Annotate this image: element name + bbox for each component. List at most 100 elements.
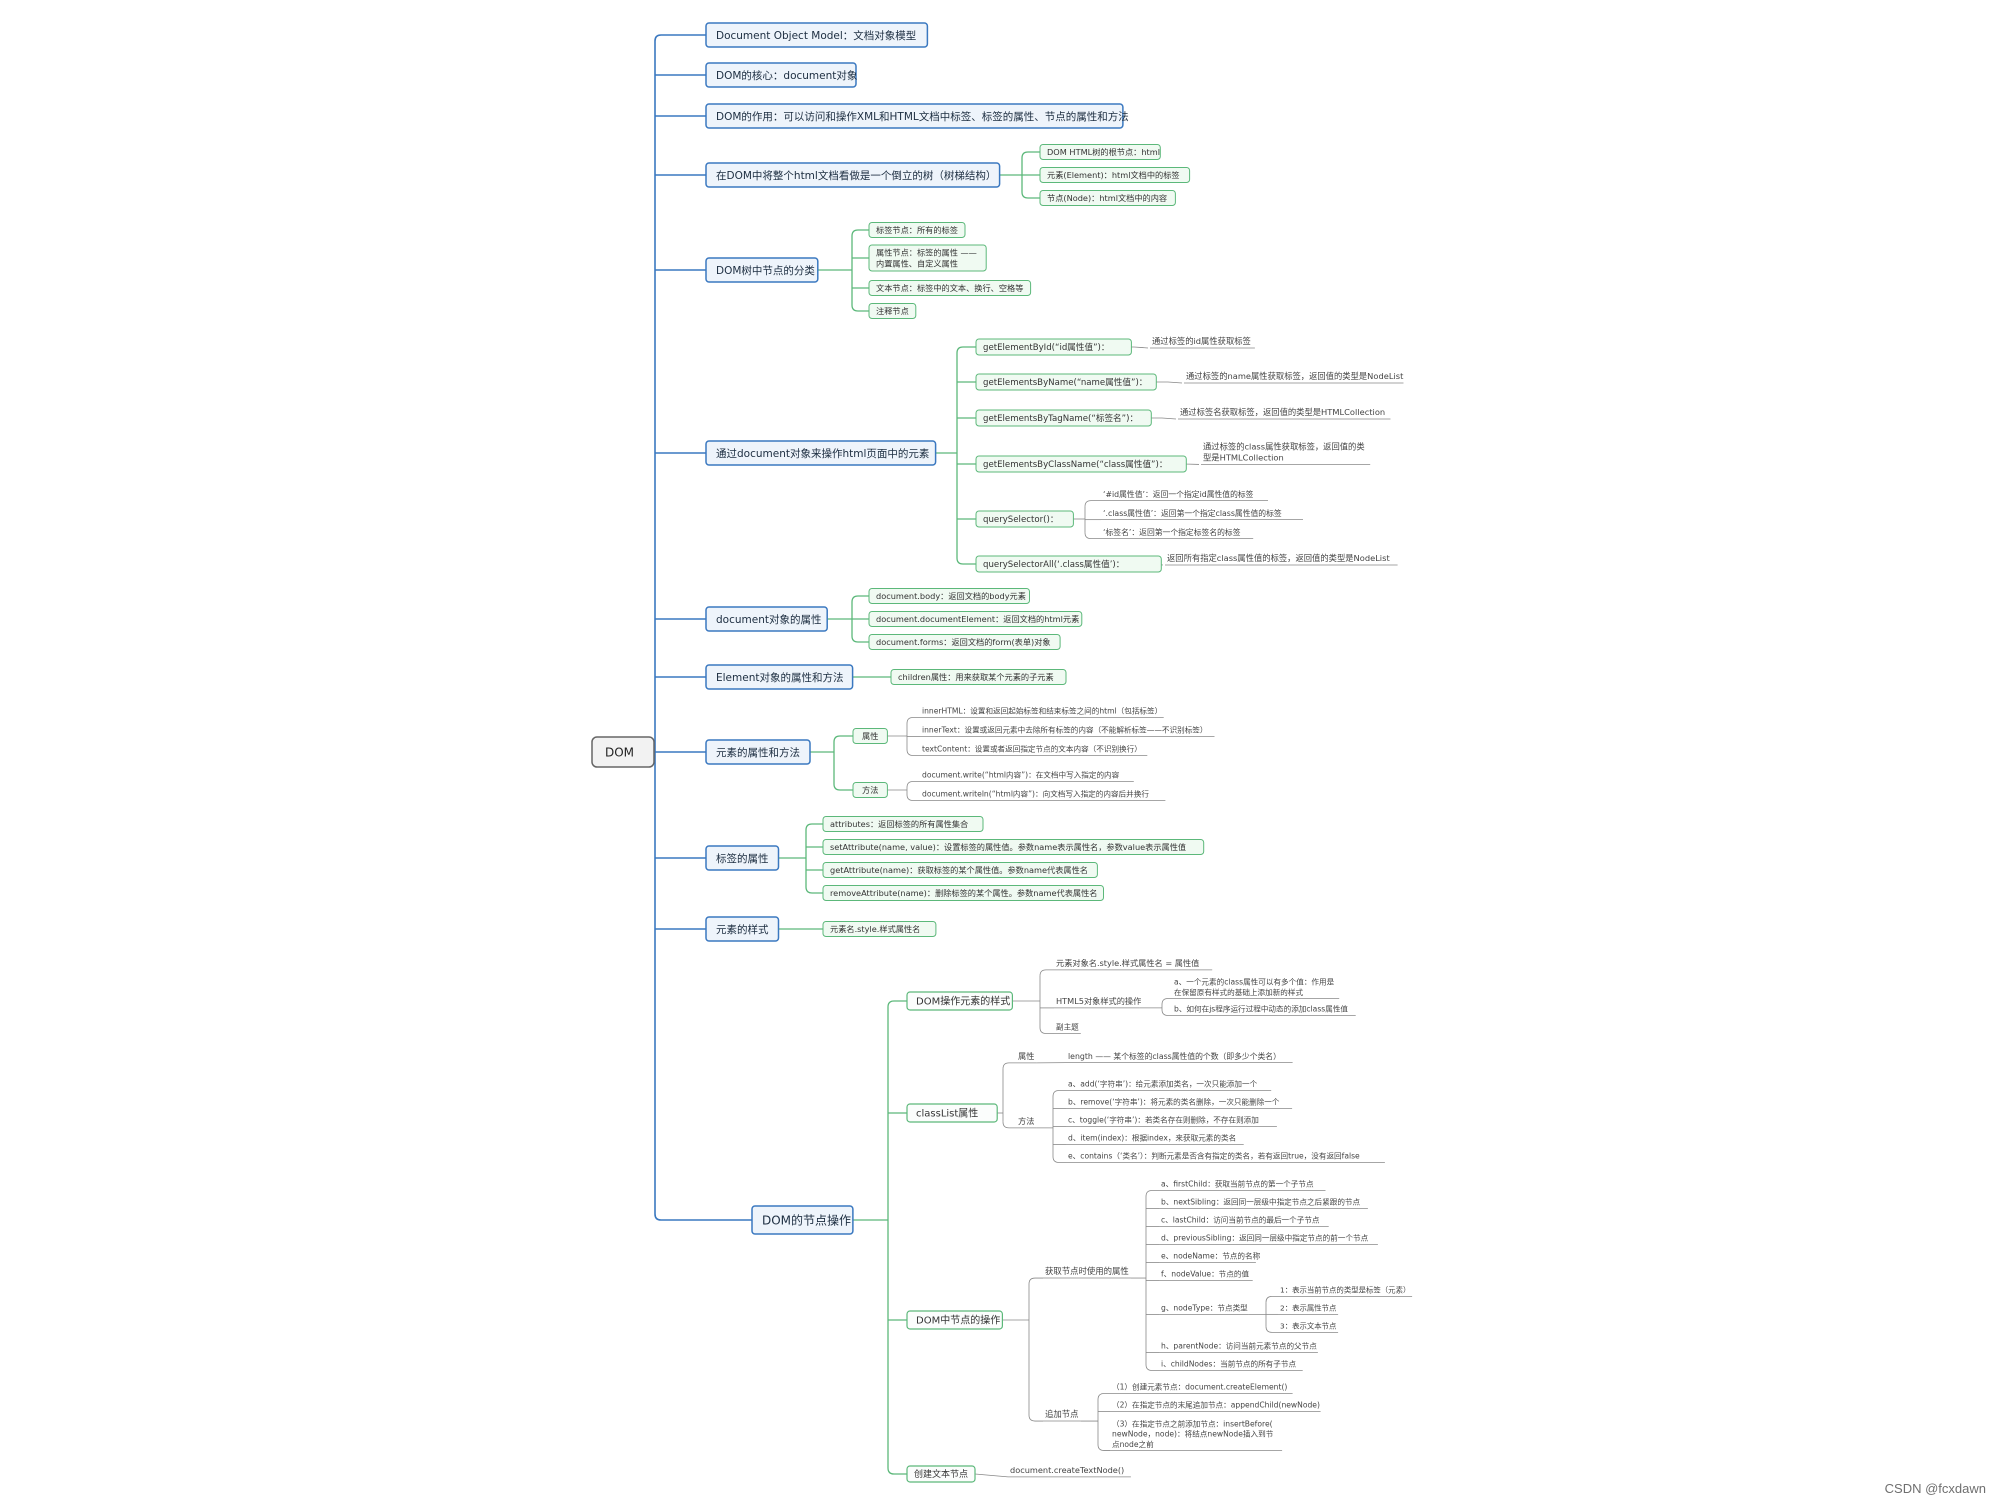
dom-tree-item-3[interactable]: 节点(Node)：html文档中的内容 [1039, 190, 1176, 206]
get-node-props-label: 获取节点时使用的属性 [1043, 1266, 1131, 1279]
get-node-prop-7: g、nodeType：节点类型 [1159, 1303, 1249, 1315]
document-method-6[interactable]: querySelectorAll(‘.class属性值’)： [975, 555, 1162, 573]
svg-text:setAttribute(name, value)：设置标签: setAttribute(name, value)：设置标签的属性值。参数nam… [830, 842, 1186, 852]
document-property-1[interactable]: document.body：返回文档的body元素 [868, 588, 1030, 604]
svg-text:document.documentElement：返回文档的: document.documentElement：返回文档的html元素 [876, 614, 1079, 624]
append-node-item-3: （3）在指定节点之前添加节点：insertBefore(newNode，node… [1110, 1419, 1283, 1451]
svg-text:DOM的节点操作: DOM的节点操作 [762, 1212, 851, 1227]
svg-text:b、如何在js程序运行过程中动态的添加class属性值: b、如何在js程序运行过程中动态的添加class属性值 [1174, 1004, 1348, 1014]
svg-text:在DOM中将整个html文档看做是一个倒立的树（树梯结构）: 在DOM中将整个html文档看做是一个倒立的树（树梯结构） [716, 169, 996, 182]
node-type-item-4[interactable]: 注释节点 [868, 303, 917, 319]
dom-tree-item-1[interactable]: DOM HTML树的根节点：html [1039, 144, 1161, 160]
element-object-item-1[interactable]: children属性：用来获取某个元素的子元素 [890, 669, 1067, 685]
tag-attribute-method-4[interactable]: removeAttribute(name)：删除标签的某个属性。参数name代表… [822, 885, 1104, 901]
node-type-item-1[interactable]: 标签节点：所有的标签 [868, 222, 966, 238]
branch-dom-purpose[interactable]: DOM的作用：可以访问和操作XML和HTML文档中标签、标签的属性、节点的属性和… [705, 103, 1129, 129]
svg-text:d、item(index)：根据index，来获取元素的类名: d、item(index)：根据index，来获取元素的类名 [1068, 1133, 1236, 1143]
document-method-5[interactable]: querySelector()： [975, 510, 1074, 528]
svg-text:document.writeln(“html内容”)：向文档: document.writeln(“html内容”)：向文档写入指定的内容后并换… [922, 789, 1149, 799]
node-type-value-3: 3：表示文本节点 [1278, 1322, 1339, 1333]
svg-text:querySelector()：: querySelector()： [983, 515, 1058, 525]
document-property-2[interactable]: document.documentElement：返回文档的html元素 [868, 611, 1083, 627]
node-op-create-text[interactable]: 创建文本节点 [906, 1465, 976, 1483]
element-method-1: document.write(“html内容”)：在文档中写入指定的内容 [920, 770, 1134, 782]
svg-text:通过标签的class属性获取标签，返回值的类: 通过标签的class属性获取标签，返回值的类 [1203, 442, 1365, 452]
tag-attribute-method-1[interactable]: attributes：返回标签的所有属性集合 [822, 816, 984, 832]
query-selector-arg-2: ‘.class属性值’：返回第一个指定class属性值的标签 [1101, 508, 1303, 520]
branch-document-properties[interactable]: document对象的属性 [705, 606, 828, 632]
root-node-dom[interactable]: DOM [591, 736, 655, 768]
classlist-prop-label: 属性 [1016, 1051, 1037, 1064]
mind-map-nodes: DOM Document Object Model：文档对象模型 DOM的核心：do… [591, 22, 1413, 1483]
element-method-2: document.writeln(“html内容”)：向文档写入指定的内容后并换… [920, 789, 1166, 801]
dom-tree-item-2[interactable]: 元素(Element)：html文档中的标签 [1039, 167, 1191, 183]
branch-dom-definition[interactable]: Document Object Model：文档对象模型 [705, 22, 929, 48]
svg-text:元素的属性和方法: 元素的属性和方法 [716, 746, 800, 759]
svg-text:‘.class属性值’：返回第一个指定class属性值的标签: ‘.class属性值’：返回第一个指定class属性值的标签 [1103, 508, 1282, 518]
svg-text:querySelectorAll(‘.class属性值’)：: querySelectorAll(‘.class属性值’)： [983, 558, 1124, 570]
tag-attribute-method-2[interactable]: setAttribute(name, value)：设置标签的属性值。参数nam… [822, 839, 1205, 855]
node-type-item-2[interactable]: 属性节点：标签的属性 ——内置属性、自定义属性 [868, 244, 987, 272]
document-method-desc-1: 通过标签的id属性获取标签 [1150, 336, 1255, 349]
tag-attribute-method-3[interactable]: getAttribute(name)：获取标签的某个属性值。参数name代表属性… [822, 862, 1098, 878]
branch-dom-tree[interactable]: 在DOM中将整个html文档看做是一个倒立的树（树梯结构） [705, 162, 1001, 188]
svg-text:DOM树中节点的分类: DOM树中节点的分类 [716, 264, 815, 277]
document-method-4[interactable]: getElementsByClassName(“class属性值”)： [975, 455, 1187, 473]
svg-text:方法: 方法 [1018, 1116, 1034, 1126]
element-prop-1: innerHTML：设置和返回起始标签和结束标签之间的html（包括标签） [920, 706, 1164, 718]
svg-text:children属性：用来获取某个元素的子元素: children属性：用来获取某个元素的子元素 [898, 672, 1054, 682]
branch-dom-core[interactable]: DOM的核心：document对象 [705, 62, 857, 88]
svg-text:（2）在指定节点的末尾追加节点：appendChild(ne: （2）在指定节点的末尾追加节点：appendChild(newNode) [1112, 1400, 1320, 1410]
svg-text:‘标签名’：返回第一个指定标签名的标签: ‘标签名’：返回第一个指定标签名的标签 [1103, 527, 1241, 537]
document-method-desc-2: 通过标签的name属性获取标签，返回值的类型是NodeList [1184, 371, 1404, 384]
svg-text:Element对象的属性和方法: Element对象的属性和方法 [716, 671, 843, 684]
branch-element-style[interactable]: 元素的样式 [705, 916, 780, 942]
svg-text:c、toggle(‘字符串’)：若类名存在则删除，不存在则添: c、toggle(‘字符串’)：若类名存在则删除，不存在则添加 [1068, 1115, 1259, 1125]
svg-text:通过标签的id属性获取标签: 通过标签的id属性获取标签 [1152, 336, 1251, 346]
svg-text:i、childNodes：当前节点的所有子节点: i、childNodes：当前节点的所有子节点 [1161, 1359, 1296, 1369]
branch-document-methods[interactable]: 通过document对象来操作html页面中的元素 [705, 440, 937, 466]
node-type-item-3[interactable]: 文本节点：标签中的文本、换行、空格等 [868, 280, 1032, 296]
svg-text:标签的属性: 标签的属性 [716, 852, 769, 865]
classlist-method-4: d、item(index)：根据index，来获取元素的类名 [1066, 1133, 1244, 1145]
element-props-node[interactable]: 属性 [852, 728, 888, 744]
node-op-dom-nodes[interactable]: DOM中节点的操作 [906, 1310, 1004, 1330]
style-assignment: 元素对象名.style.样式属性名 = 属性值 [1054, 958, 1213, 971]
svg-text:d、previousSibling：返回同一层级中指定节点的: d、previousSibling：返回同一层级中指定节点的前一个节点 [1161, 1233, 1369, 1243]
node-type-value-2: 2：表示属性节点 [1278, 1304, 1339, 1315]
element-methods-node[interactable]: 方法 [852, 782, 888, 798]
get-node-prop-5: e、nodeName：节点的名称 [1159, 1251, 1261, 1263]
svg-text:DOM中节点的操作: DOM中节点的操作 [916, 1314, 1000, 1327]
svg-text:（3）在指定节点之前添加节点：insertBefore(: （3）在指定节点之前添加节点：insertBefore( [1112, 1419, 1273, 1429]
branch-element-props-methods[interactable]: 元素的属性和方法 [705, 739, 811, 765]
svg-text:attributes：返回标签的所有属性集合: attributes：返回标签的所有属性集合 [830, 819, 968, 829]
branch-node-types[interactable]: DOM树中节点的分类 [705, 257, 819, 283]
query-selector-arg-1: ‘#id属性值’：返回一个指定id属性值的标签 [1101, 489, 1268, 502]
branch-node-operations[interactable]: DOM的节点操作 [751, 1205, 854, 1235]
svg-text:通过document对象来操作html页面中的元素: 通过document对象来操作html页面中的元素 [716, 447, 929, 460]
svg-text:（1）创建元素节点：document.createEleme: （1）创建元素节点：document.createElement() [1112, 1382, 1287, 1392]
node-op-style[interactable]: DOM操作元素的样式 [906, 991, 1014, 1011]
svg-text:获取节点时使用的属性: 获取节点时使用的属性 [1045, 1266, 1129, 1276]
svg-text:b、remove(‘字符串’)：将元素的类名删除，一次只能删: b、remove(‘字符串’)：将元素的类名删除，一次只能删除一个 [1068, 1097, 1280, 1107]
svg-text:removeAttribute(name)：删除标签的某个属: removeAttribute(name)：删除标签的某个属性。参数name代表… [830, 888, 1097, 898]
document-method-3[interactable]: getElementsByTagName(“标签名”)： [975, 409, 1152, 427]
element-style-item-1[interactable]: 元素名.style.样式属性名 [822, 921, 937, 937]
svg-text:通过标签的name属性获取标签，返回值的类型是NodeLis: 通过标签的name属性获取标签，返回值的类型是NodeList [1186, 371, 1404, 381]
svg-text:newNode，node)：将结点newNode插入到节: newNode，node)：将结点newNode插入到节 [1112, 1429, 1274, 1439]
svg-text:2：表示属性节点: 2：表示属性节点 [1280, 1304, 1337, 1313]
node-op-classlist[interactable]: classList属性 [906, 1103, 998, 1123]
element-prop-3: textContent：设置或者返回指定节点的文本内容（不识别换行） [920, 744, 1148, 756]
svg-text:创建文本节点: 创建文本节点 [914, 1468, 968, 1480]
svg-text:document.write(“html内容”)：在文档中写: document.write(“html内容”)：在文档中写入指定的内容 [922, 770, 1120, 780]
svg-text:document.createTextNode(): document.createTextNode() [1010, 1465, 1124, 1475]
append-node-item-2: （2）在指定节点的末尾追加节点：appendChild(newNode) [1110, 1400, 1321, 1412]
document-method-1[interactable]: getElementById(“id属性值”)： [975, 338, 1132, 356]
get-node-prop-6: f、nodeValue：节点的值 [1159, 1269, 1253, 1281]
svg-text:document.body：返回文档的body元素: document.body：返回文档的body元素 [876, 591, 1026, 601]
branch-element-object[interactable]: Element对象的属性和方法 [705, 664, 854, 690]
document-property-3[interactable]: document.forms：返回文档的form(表单)对象 [868, 634, 1061, 650]
document-method-2[interactable]: getElementsByName(“name属性值”)： [975, 373, 1157, 391]
branch-tag-attributes[interactable]: 标签的属性 [705, 845, 780, 871]
